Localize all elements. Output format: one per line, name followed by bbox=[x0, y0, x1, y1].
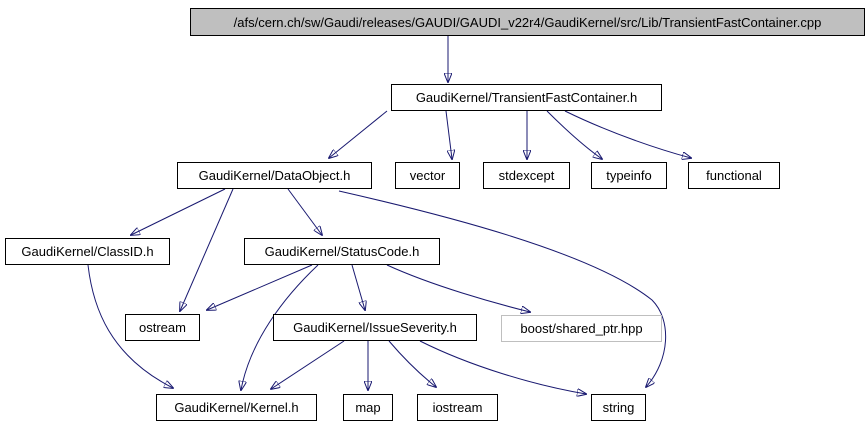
edge-dataobject-h-to-classid-h bbox=[131, 188, 226, 235]
edge-statuscode-h-to-ostream bbox=[207, 264, 313, 310]
edge-issueseverity-h-to-iostream bbox=[388, 340, 436, 387]
node-iostream: iostream bbox=[417, 394, 498, 421]
node-stdexcept: stdexcept bbox=[483, 162, 570, 189]
node-functional: functional bbox=[688, 162, 780, 189]
edge-dataobject-h-to-string bbox=[338, 190, 667, 387]
edge-transientfastcontainer-h-to-typeinfo bbox=[546, 110, 602, 159]
edge-transientfastcontainer-h-to-functional bbox=[564, 110, 691, 158]
node-gaudikernel-dataobject-h[interactable]: GaudiKernel/DataObject.h bbox=[177, 162, 372, 189]
node-typeinfo: typeinfo bbox=[591, 162, 667, 189]
node-ostream: ostream bbox=[125, 314, 200, 341]
edge-issueseverity-h-to-string bbox=[419, 340, 586, 394]
edge-issueseverity-h-to-kernel-h bbox=[271, 340, 345, 389]
node-gaudikernel-kernel-h[interactable]: GaudiKernel/Kernel.h bbox=[156, 394, 317, 421]
edge-transientfastcontainer-h-to-dataobject-h bbox=[329, 110, 388, 158]
node-transientfastcontainer-cpp: /afs/cern.ch/sw/Gaudi/releases/GAUDI/GAU… bbox=[190, 8, 865, 36]
node-gaudikernel-issueseverity-h[interactable]: GaudiKernel/IssueSeverity.h bbox=[273, 314, 477, 341]
node-map: map bbox=[343, 394, 393, 421]
node-vector: vector bbox=[395, 162, 460, 189]
node-gaudikernel-statuscode-h[interactable]: GaudiKernel/StatusCode.h bbox=[244, 238, 440, 265]
edge-statuscode-h-to-issueseverity-h bbox=[351, 264, 365, 310]
edge-dataobject-h-to-ostream bbox=[180, 188, 234, 311]
node-boost-shared-ptr-hpp: boost/shared_ptr.hpp bbox=[501, 315, 662, 342]
node-gaudikernel-transientfastcontainer-h[interactable]: GaudiKernel/TransientFastContainer.h bbox=[391, 84, 662, 111]
node-gaudikernel-classid-h[interactable]: GaudiKernel/ClassID.h bbox=[5, 238, 170, 265]
edge-statuscode-h-to-boost-shared-ptr-hpp bbox=[386, 264, 530, 312]
node-string: string bbox=[591, 394, 646, 421]
edge-transientfastcontainer-h-to-vector bbox=[445, 110, 452, 159]
edge-dataobject-h-to-statuscode-h bbox=[287, 188, 322, 235]
